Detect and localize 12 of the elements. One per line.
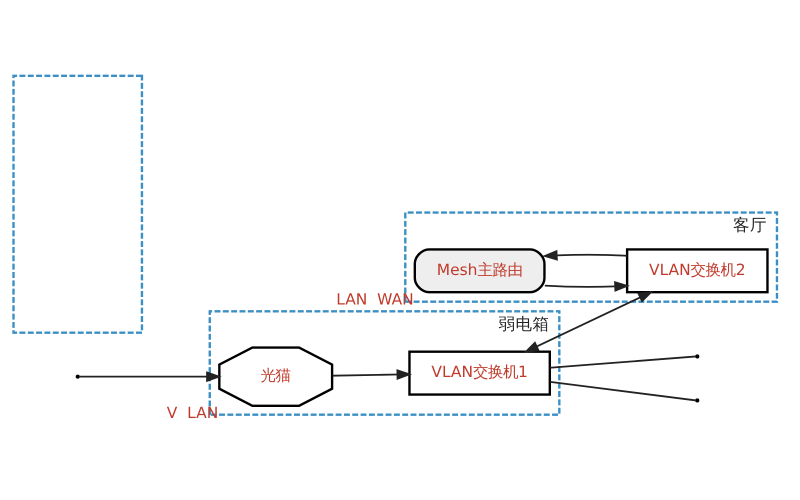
node-box: Mesh主路由 bbox=[414, 248, 546, 294]
arrow bbox=[79, 371, 222, 382]
connector bbox=[550, 356, 696, 369]
arrow bbox=[524, 291, 654, 353]
connector bbox=[550, 381, 696, 402]
node-box: VLAN交换机1 bbox=[408, 350, 551, 396]
arrow bbox=[332, 369, 412, 380]
node-label: V LAN bbox=[166, 404, 218, 422]
node-box: VLAN交换机2 bbox=[626, 248, 769, 294]
arrow bbox=[544, 281, 630, 292]
node-box bbox=[12, 74, 144, 334]
arrow bbox=[542, 250, 628, 261]
